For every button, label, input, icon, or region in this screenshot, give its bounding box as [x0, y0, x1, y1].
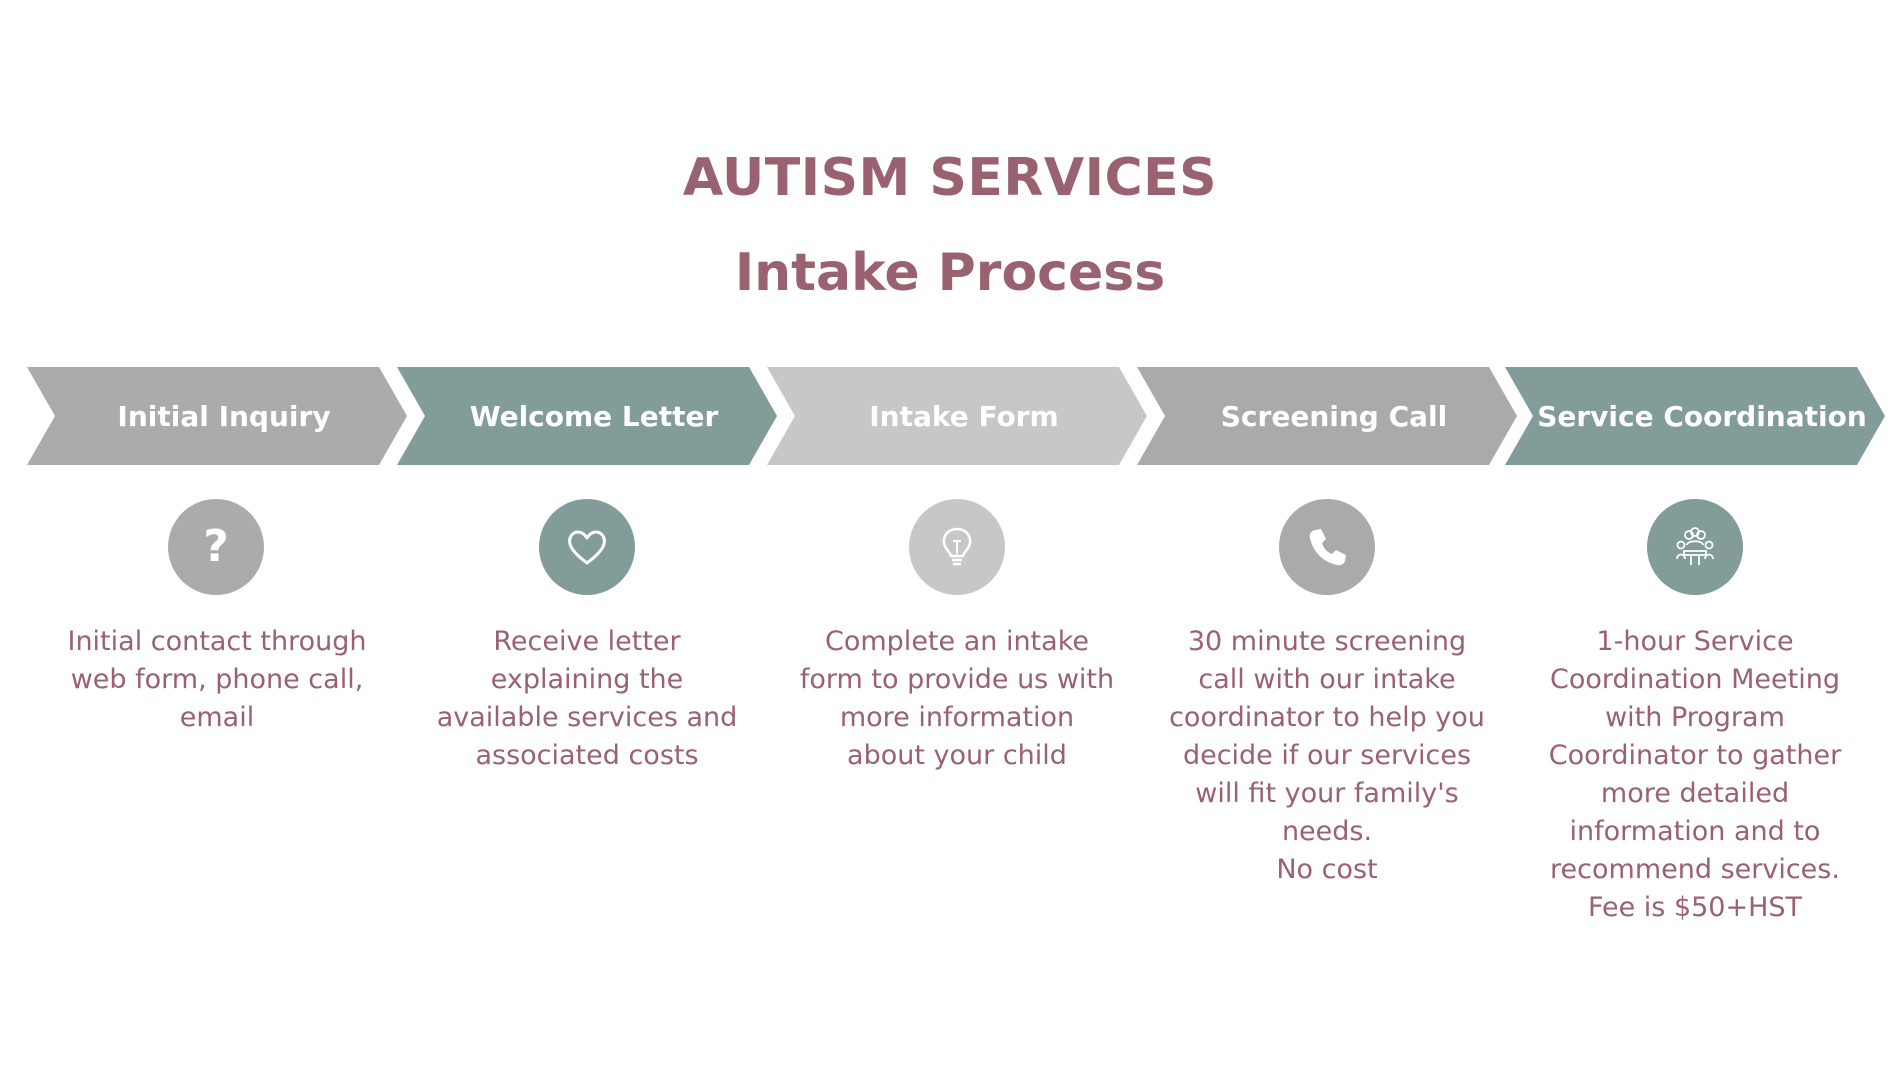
- step-label: Screening Call: [1220, 399, 1448, 433]
- step-chevron: Service Coordination: [1505, 367, 1885, 465]
- svg-text:?: ?: [203, 521, 229, 572]
- step-initial-inquiry: Initial Inquiry ? Initial contact throug…: [27, 367, 407, 967]
- step-description: Receive letter explaining the available …: [436, 626, 738, 771]
- step-description: Complete an intake form to provide us wi…: [799, 626, 1115, 771]
- step-service-coordination: Service Coordination 1-hour Service Coor…: [1505, 367, 1885, 967]
- step-description: Initial contact through web form, phone …: [67, 626, 367, 733]
- step-intake-form: Intake Form Complete an intake form to p…: [767, 367, 1147, 967]
- meeting-icon: [1647, 499, 1743, 595]
- step-label: Welcome Letter: [469, 399, 719, 433]
- step-chevron: Screening Call: [1137, 367, 1517, 465]
- step-welcome-letter: Welcome Letter Receive letter explaining…: [397, 367, 777, 967]
- lightbulb-icon: [909, 499, 1005, 595]
- step-label: Service Coordination: [1537, 399, 1867, 433]
- step-chevron: Initial Inquiry: [27, 367, 407, 465]
- step-chevron: Welcome Letter: [397, 367, 777, 465]
- heart-icon: [539, 499, 635, 595]
- page-title: AUTISM SERVICES: [682, 148, 1218, 208]
- step-chevron: Intake Form: [767, 367, 1147, 465]
- question-icon: ?: [168, 499, 264, 595]
- step-screening-call: Screening Call 30 minute screening call …: [1137, 367, 1517, 967]
- page-subtitle: Intake Process: [734, 243, 1166, 303]
- step-description: 30 minute screening call with our intake…: [1169, 626, 1485, 885]
- step-description: 1-hour Service Coordination Meeting with…: [1548, 626, 1842, 923]
- step-label: Initial Inquiry: [117, 399, 331, 433]
- phone-icon: [1279, 499, 1375, 595]
- step-label: Intake Form: [869, 399, 1059, 433]
